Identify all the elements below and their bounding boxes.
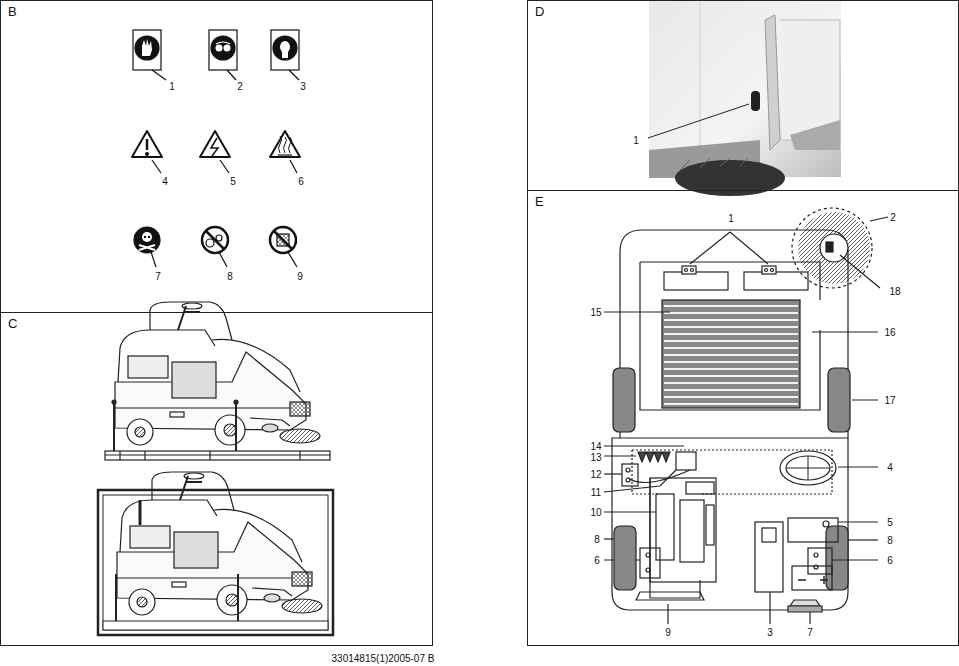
panel-letter: E bbox=[534, 194, 545, 209]
callout-number: 11 bbox=[590, 487, 602, 498]
figure-panel: E bbox=[527, 190, 959, 646]
callout-number: 15 bbox=[589, 307, 602, 318]
callout-number: 8 bbox=[593, 534, 601, 545]
callout-number: 12 bbox=[589, 469, 602, 480]
callout-number: 13 bbox=[589, 452, 602, 463]
callout-number: 10 bbox=[589, 507, 602, 518]
callout-number: 6 bbox=[297, 176, 305, 187]
callout-number: 9 bbox=[664, 627, 672, 638]
callout-number: 18 bbox=[888, 286, 901, 297]
callout-number: 7 bbox=[806, 627, 814, 638]
callout-number: 3 bbox=[766, 627, 774, 638]
callout-number: 8 bbox=[226, 271, 234, 282]
callout-number: 7 bbox=[154, 271, 162, 282]
callout-number: 4 bbox=[161, 176, 169, 187]
callout-number: 2 bbox=[889, 212, 897, 223]
callout-number: 6 bbox=[886, 555, 894, 566]
callout-number: 16 bbox=[883, 327, 896, 338]
document-code: 33014815(1)2005-07 B bbox=[331, 653, 436, 664]
callout-number: 2 bbox=[236, 81, 244, 92]
callout-number: 1 bbox=[727, 213, 735, 224]
callout-number: 6 bbox=[593, 555, 601, 566]
panel-letter: B bbox=[7, 4, 18, 19]
callout-number: 1 bbox=[168, 81, 176, 92]
panel-letter: C bbox=[7, 316, 18, 331]
callout-number: 3 bbox=[299, 81, 307, 92]
callout-number: 14 bbox=[589, 441, 602, 452]
callout-number: 5 bbox=[229, 176, 237, 187]
callout-number: 1 bbox=[632, 135, 640, 146]
callout-number: 17 bbox=[883, 395, 896, 406]
callout-number: 9 bbox=[296, 271, 304, 282]
callout-number: 8 bbox=[886, 535, 894, 546]
figure-panel: B bbox=[0, 0, 433, 313]
figure-panel: C bbox=[0, 312, 433, 646]
callout-number: 4 bbox=[886, 462, 894, 473]
panel-letter: D bbox=[534, 4, 545, 19]
figure-panel: D bbox=[527, 0, 959, 191]
callout-number: 5 bbox=[886, 517, 894, 528]
